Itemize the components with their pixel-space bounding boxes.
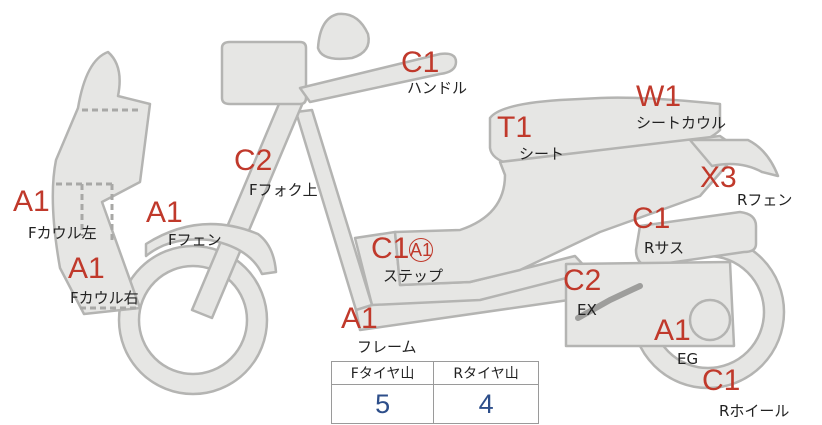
frame-grade: A1: [341, 302, 378, 335]
f-cowl-right-grade: A1: [68, 252, 105, 285]
f-cowl-left-grade: A1: [13, 185, 50, 218]
rear-tire-value: 4: [433, 384, 539, 424]
step-label: ステップ: [383, 267, 444, 285]
r-fender-grade: X3: [700, 161, 737, 194]
mirror: [316, 12, 370, 61]
down-tube: [294, 108, 374, 312]
seat-cowl: [393, 134, 742, 287]
f-fork-label: Fフォク上: [249, 181, 318, 199]
rear-suspension: [634, 210, 758, 268]
exhaust-pipe: [575, 283, 643, 321]
f-cowl-left-label: Fカウル左: [28, 224, 97, 242]
r-wheel-grade: C1: [702, 364, 741, 397]
headlight: [220, 40, 308, 106]
f-cowl-right-label: Fカウル右: [70, 289, 139, 307]
handlebar: [298, 52, 458, 104]
frame-label: フレーム: [357, 338, 417, 356]
seat-cowl-label: シートカウル: [636, 114, 727, 132]
r-sus-label: Rサス: [644, 239, 685, 257]
rear-tire-header: Rタイヤ山: [433, 361, 539, 385]
f-fender-label: Fフェン: [168, 231, 222, 249]
tire-tread-table: Fタイヤ山 Rタイヤ山 5 4: [330, 361, 539, 424]
r-sus-grade: C1: [632, 202, 671, 235]
r-fender-label: Rフェン: [737, 191, 793, 209]
eg-grade: A1: [654, 314, 691, 347]
step-sub-grade: A1: [409, 238, 433, 262]
handle-grade: C1: [401, 46, 440, 79]
seat-grade: T1: [497, 111, 533, 144]
seat-cowl-grade: W1: [636, 80, 681, 113]
front-tire-value: 5: [330, 384, 435, 424]
rear-fender: [688, 138, 780, 178]
step-grade: C1: [371, 232, 410, 265]
r-wheel-label: Rホイール: [719, 402, 790, 420]
front-tire-header: Fタイヤ山: [330, 361, 435, 385]
ex-grade: C2: [563, 264, 602, 297]
ex-label: EX: [577, 301, 597, 319]
handle-label: ハンドル: [407, 79, 468, 97]
seat-label: シート: [519, 145, 565, 163]
eg-label: EG: [677, 350, 699, 368]
front-fender: [144, 222, 278, 276]
f-fender-grade: A1: [146, 196, 183, 229]
f-fork-grade: C2: [234, 144, 273, 177]
